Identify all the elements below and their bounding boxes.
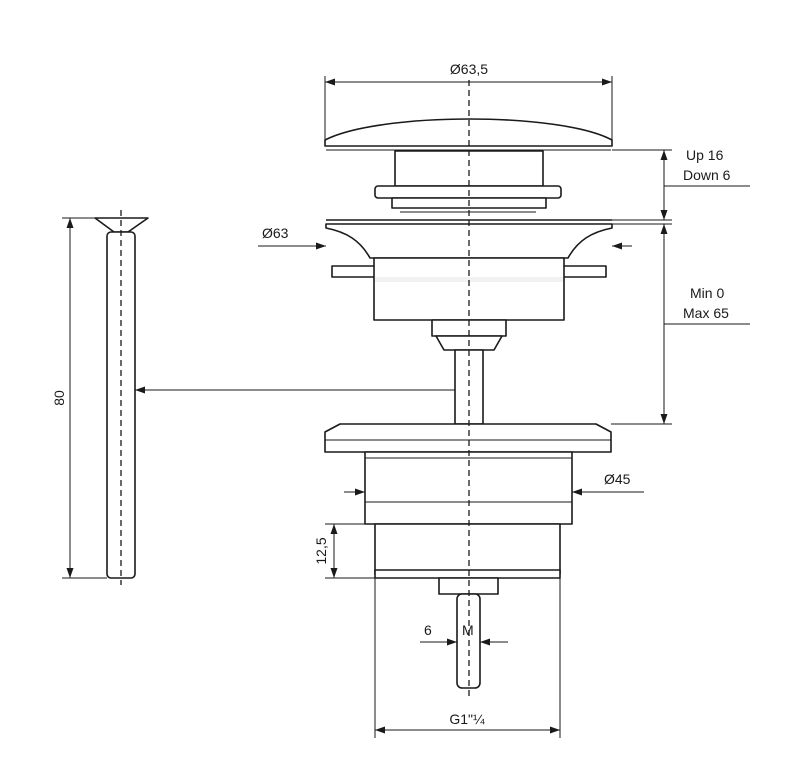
pin-width-dimension: 6 M: [420, 622, 508, 646]
extension-length-label: 80: [51, 390, 67, 406]
cap-diameter-label: Ø63,5: [450, 61, 488, 77]
pin-width-label: 6: [424, 622, 432, 638]
stroke-dimension: Up 16 Down 6: [612, 147, 750, 221]
thread-end: [374, 569, 561, 579]
extension-length-dimension: 80: [51, 217, 107, 579]
flange-diameter-dimension: Ø63: [258, 225, 632, 250]
height-min-label: Min 0: [690, 285, 724, 301]
body-diameter-label: Ø45: [604, 471, 631, 487]
thread-length-dimension: 12,5: [313, 523, 375, 579]
extension-pointer: [135, 386, 455, 394]
extension-rod: [94, 210, 149, 585]
flange-diameter-label: Ø63: [262, 225, 289, 241]
cap-diameter-dimension: Ø63,5: [324, 61, 613, 140]
lock-nut: [324, 423, 612, 453]
waste-assembly: [324, 80, 613, 700]
threaded-section: [374, 523, 561, 575]
body-diameter-dimension: Ø45: [344, 471, 644, 496]
upper-body: [373, 257, 565, 321]
up-stroke-label: Up 16: [686, 147, 724, 163]
pin-thread-label: M: [462, 622, 474, 638]
thread-size-label: G1"¼: [449, 711, 485, 727]
down-stroke-label: Down 6: [683, 167, 731, 183]
stem-collar: [374, 185, 562, 199]
thread-size-dimension: G1"¼: [374, 578, 561, 738]
installation-height-dimension: Min 0 Max 65: [611, 223, 750, 425]
thread-length-label: 12,5: [313, 537, 329, 564]
height-max-label: Max 65: [683, 305, 729, 321]
